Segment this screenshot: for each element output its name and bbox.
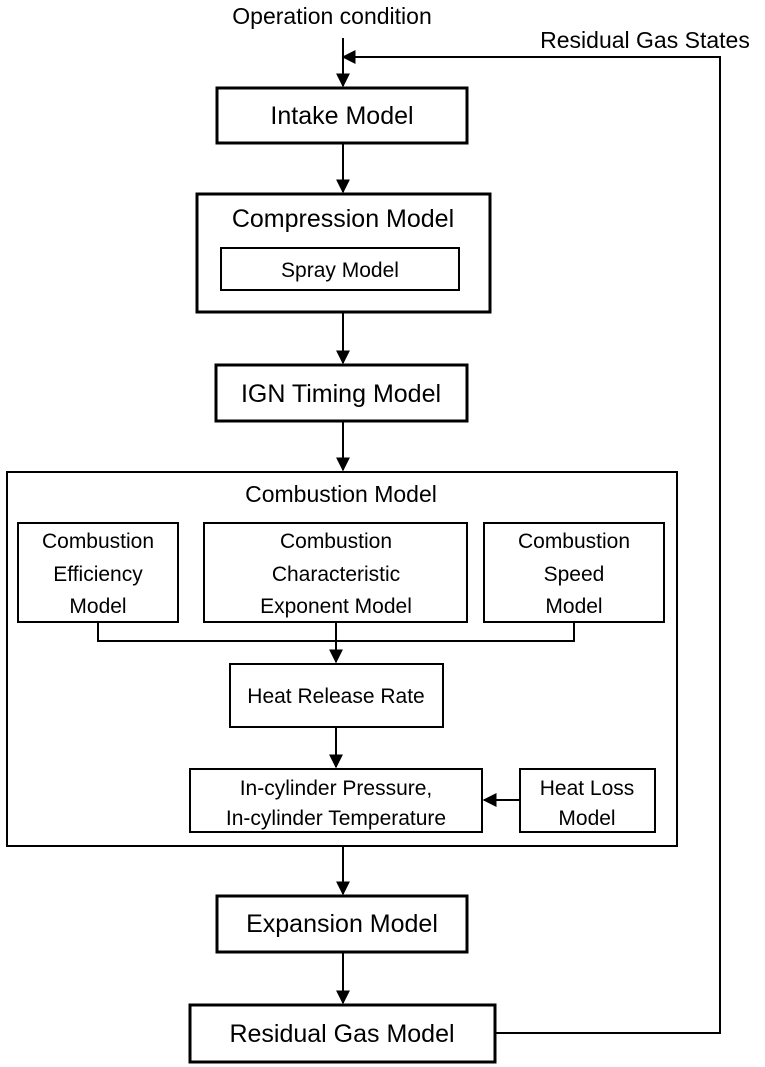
compression-model-title: Compression Model xyxy=(232,205,454,233)
expansion-model-box xyxy=(215,894,469,954)
intake-model-box xyxy=(215,86,469,145)
expansion-model-label: Expansion Model xyxy=(246,910,438,938)
residual-gas-model-box xyxy=(188,1003,497,1064)
residual-gas-states-label: Residual Gas States xyxy=(540,27,750,53)
combustion-speed-model-line2: Speed xyxy=(544,563,605,586)
ign-timing-model-box xyxy=(214,363,469,423)
heat-loss-model-line2: Model xyxy=(558,807,615,830)
combustion-speed-model-line1: Combustion xyxy=(518,530,630,553)
combustion-characteristic-exponent-model-line2: Characteristic xyxy=(272,563,400,586)
combustion-model-title: Combustion Model xyxy=(245,481,437,507)
feedback-loop-line xyxy=(341,50,721,1034)
combustion-characteristic-exponent-model-box xyxy=(203,522,468,623)
ign-timing-model-label: IGN Timing Model xyxy=(241,380,441,408)
spray-model-box xyxy=(220,247,460,291)
heat-loss-model-box xyxy=(519,768,656,833)
combustion-efficiency-model-line2: Efficiency xyxy=(53,563,143,586)
in-cylinder-box xyxy=(189,768,483,833)
combustion-speed-model-box xyxy=(483,522,665,623)
in-cylinder-line2: In-cylinder Temperature xyxy=(226,807,446,830)
heat-release-rate-label: Heat Release Rate xyxy=(247,685,424,708)
combustion-characteristic-exponent-model-line3: Exponent Model xyxy=(260,595,412,618)
residual-gas-model-label: Residual Gas Model xyxy=(229,1020,454,1048)
intake-model-label: Intake Model xyxy=(270,102,413,130)
combustion-characteristic-exponent-model-line1: Combustion xyxy=(280,530,392,553)
in-cylinder-line1: In-cylinder Pressure, xyxy=(240,777,433,800)
spray-model-label: Spray Model xyxy=(281,259,399,282)
combustion-speed-model-line3: Model xyxy=(545,595,602,618)
heat-loss-model-line1: Heat Loss xyxy=(540,777,635,800)
combustion-efficiency-model-line1: Combustion xyxy=(42,530,154,553)
operation-condition-label: Operation condition xyxy=(232,3,431,29)
combustion-efficiency-model-line3: Model xyxy=(69,595,126,618)
combustion-efficiency-model-box xyxy=(17,522,179,623)
